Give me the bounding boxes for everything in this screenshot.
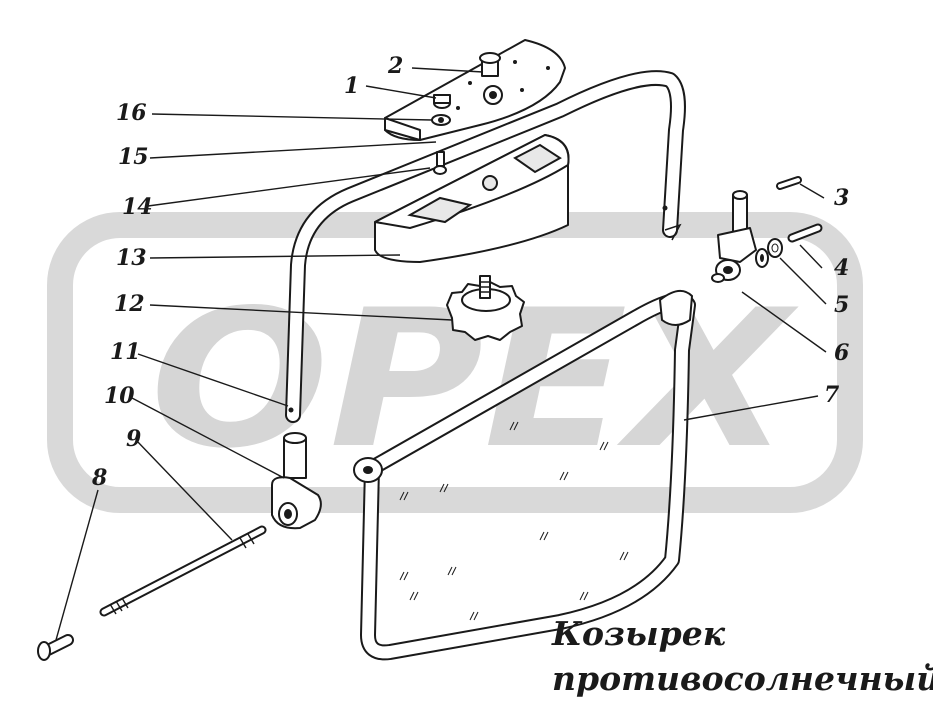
caption-line-2: противосолнечный (552, 659, 933, 698)
diagram-caption: Козырек противосолнечный (551, 614, 933, 698)
adjustment-knob (446, 275, 525, 341)
callout-4: 4 (834, 255, 849, 281)
callout-16: 16 (116, 100, 147, 126)
callout-10: 10 (104, 383, 135, 409)
callout-8: 8 (91, 465, 107, 491)
washer-part-5 (755, 248, 769, 268)
callout-9: 9 (126, 426, 141, 452)
callout-14: 14 (122, 194, 153, 220)
screw-part-14 (433, 151, 447, 175)
nut-part-1 (431, 94, 451, 126)
callout-12: 12 (114, 291, 145, 317)
callout-15: 15 (118, 144, 149, 170)
bolt-part-2 (479, 52, 501, 77)
callout-11: 11 (110, 339, 141, 365)
top-plate (384, 39, 566, 141)
leader-lines (55, 67, 827, 641)
bolt-part-4 (787, 223, 823, 243)
threaded-rod-part-9 (99, 525, 267, 617)
washer-part-4 (767, 238, 783, 258)
support-tube (285, 70, 686, 423)
hinge-assembly-part-6 (711, 190, 757, 283)
callout-labels: 1 2 3 4 5 6 7 8 9 10 11 12 13 14 15 16 (91, 53, 849, 491)
callout-3: 3 (834, 185, 849, 211)
caption-line-1: Козырек (551, 614, 726, 653)
callout-7: 7 (824, 382, 840, 408)
bracket-base (374, 134, 570, 263)
callout-2: 2 (387, 53, 403, 79)
sun-visor-panel (353, 289, 696, 661)
callout-1: 1 (344, 73, 359, 99)
callout-6: 6 (834, 340, 849, 366)
pin-part-3 (776, 176, 802, 190)
bolt-part-8 (37, 634, 74, 661)
callout-13: 13 (116, 245, 147, 271)
lower-clamp-part-10 (271, 432, 322, 530)
callout-5: 5 (834, 292, 849, 318)
